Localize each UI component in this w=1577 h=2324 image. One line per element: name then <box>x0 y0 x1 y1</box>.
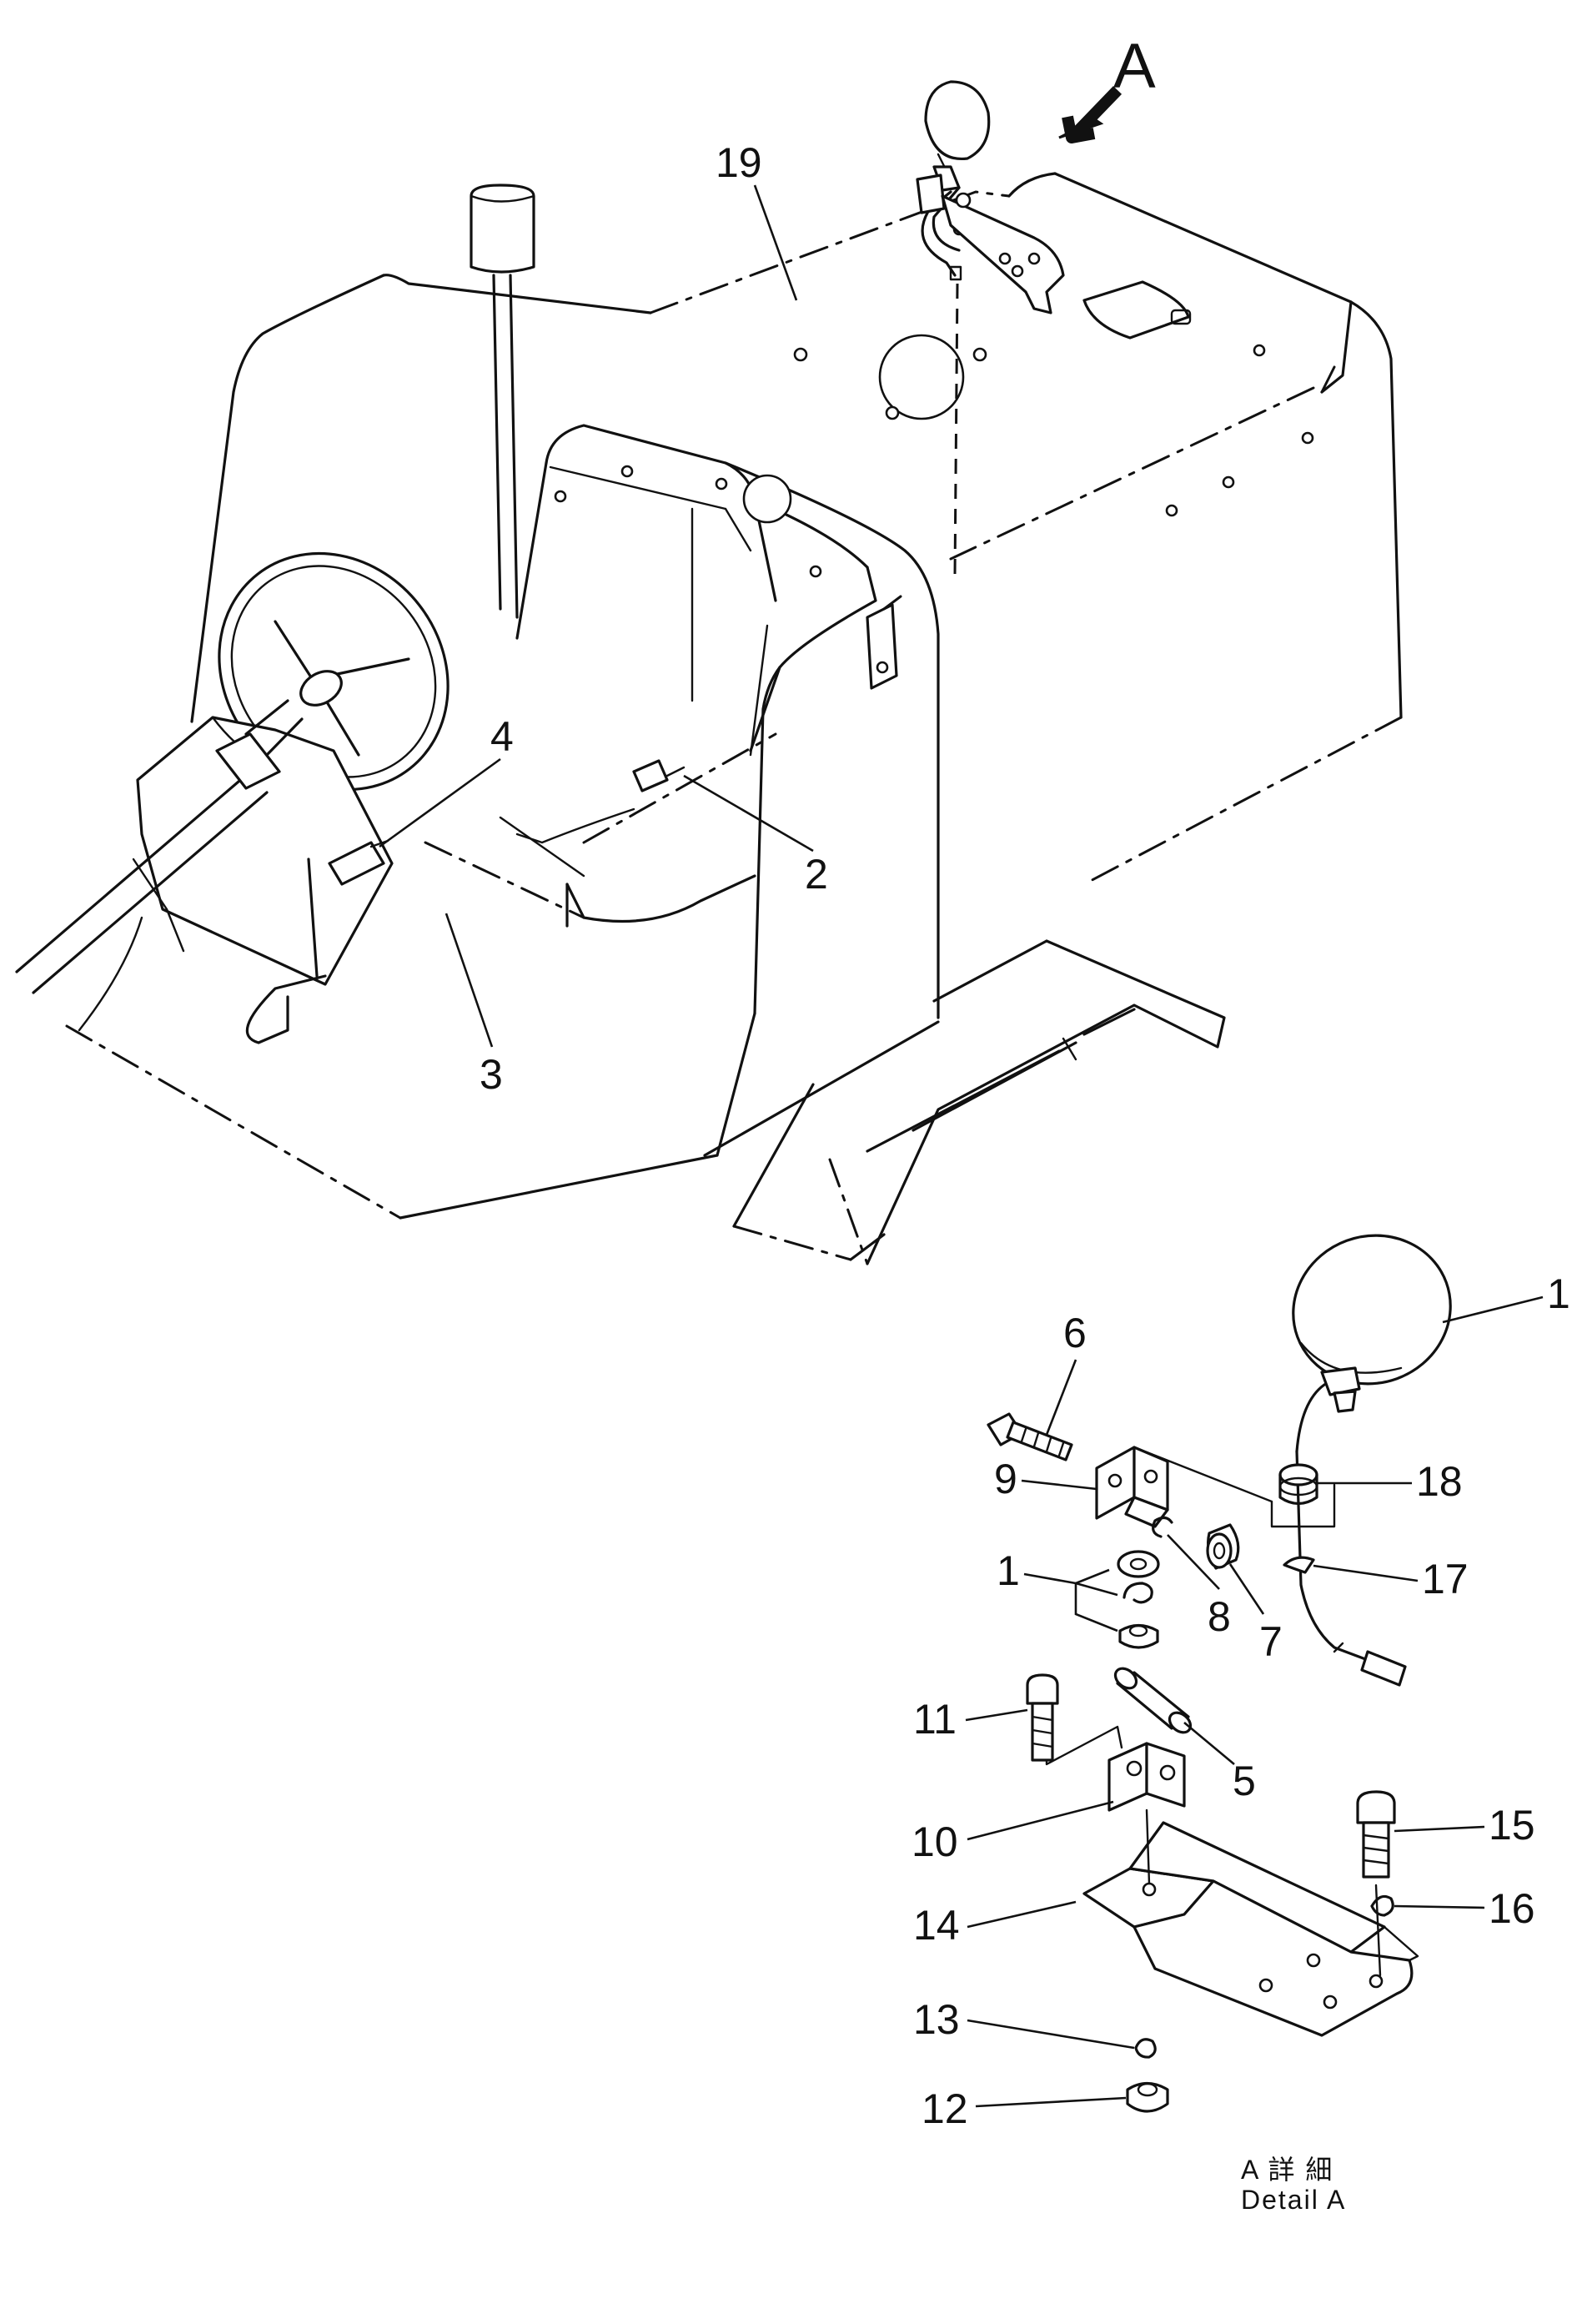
bolt-6 <box>987 1412 1073 1461</box>
callout-10: 10 <box>912 1818 958 1865</box>
main-callouts: 19 4 2 3 <box>379 139 828 1098</box>
callout-18: 18 <box>1416 1458 1463 1505</box>
steering-wheel <box>218 551 449 792</box>
callout-detail-1-washers: 1 <box>997 1547 1020 1594</box>
callout-12: 12 <box>922 2085 968 2132</box>
work-lamp <box>916 80 1065 576</box>
harness-connector <box>632 759 669 792</box>
bolt-15 <box>1356 1790 1396 1879</box>
callout-detail-1-lamp: 1 <box>1547 1270 1570 1317</box>
nut-12 <box>1126 2081 1169 2113</box>
steering-column <box>15 699 394 1044</box>
bracket-10 <box>1045 1725 1186 1812</box>
detail-caption-jp: A 詳 細 <box>1241 2155 1333 2185</box>
callout-8: 8 <box>1208 1593 1231 1640</box>
washer-13 <box>1134 2038 1157 2059</box>
vehicle-assembly: A 19 4 2 3 <box>15 31 1403 1265</box>
callout-13: 13 <box>913 1996 960 2043</box>
fender-body <box>649 172 1403 886</box>
callout-14: 14 <box>913 1902 960 1949</box>
top-opening <box>878 334 965 420</box>
callout-5: 5 <box>1233 1758 1256 1804</box>
pin-5 <box>1113 1667 1193 1734</box>
grommet <box>1278 1463 1318 1506</box>
detail-caption-en: Detail A <box>1241 2185 1346 2215</box>
callout-4: 4 <box>490 713 514 760</box>
washer-set <box>1074 1550 1160 1649</box>
callout-19: 19 <box>716 139 762 186</box>
callout-11: 11 <box>913 1696 957 1743</box>
view-label: A <box>1113 31 1156 102</box>
access-lid <box>1082 280 1190 340</box>
callout-15: 15 <box>1489 1802 1535 1849</box>
callout-7: 7 <box>1259 1618 1283 1665</box>
callout-17: 17 <box>1422 1556 1469 1602</box>
clip <box>1283 1556 1315 1574</box>
nut-7 <box>1206 1523 1240 1570</box>
callout-6: 6 <box>1063 1310 1087 1356</box>
beacon-light <box>470 184 535 619</box>
chassis-frame <box>732 939 1226 1265</box>
bolt-11 <box>1026 1673 1059 1762</box>
callout-16: 16 <box>1489 1885 1535 1932</box>
bracket-9 <box>1095 1446 1169 1528</box>
callout-9: 9 <box>994 1456 1017 1502</box>
lock-washer-8 <box>1152 1516 1173 1538</box>
callout-3: 3 <box>480 1051 503 1098</box>
detail-callouts: 1 6 9 18 1 8 7 17 11 5 10 15 14 <box>912 1270 1570 2132</box>
detail-lamp <box>1292 1234 1452 1687</box>
cab-hood <box>65 274 940 1220</box>
washer-16 <box>1370 1894 1394 1917</box>
base-bracket-14 <box>1082 1808 1419 2037</box>
detail-a: 1 6 9 18 1 8 7 17 11 5 10 15 14 <box>912 1234 1570 2215</box>
callout-2: 2 <box>805 851 828 898</box>
